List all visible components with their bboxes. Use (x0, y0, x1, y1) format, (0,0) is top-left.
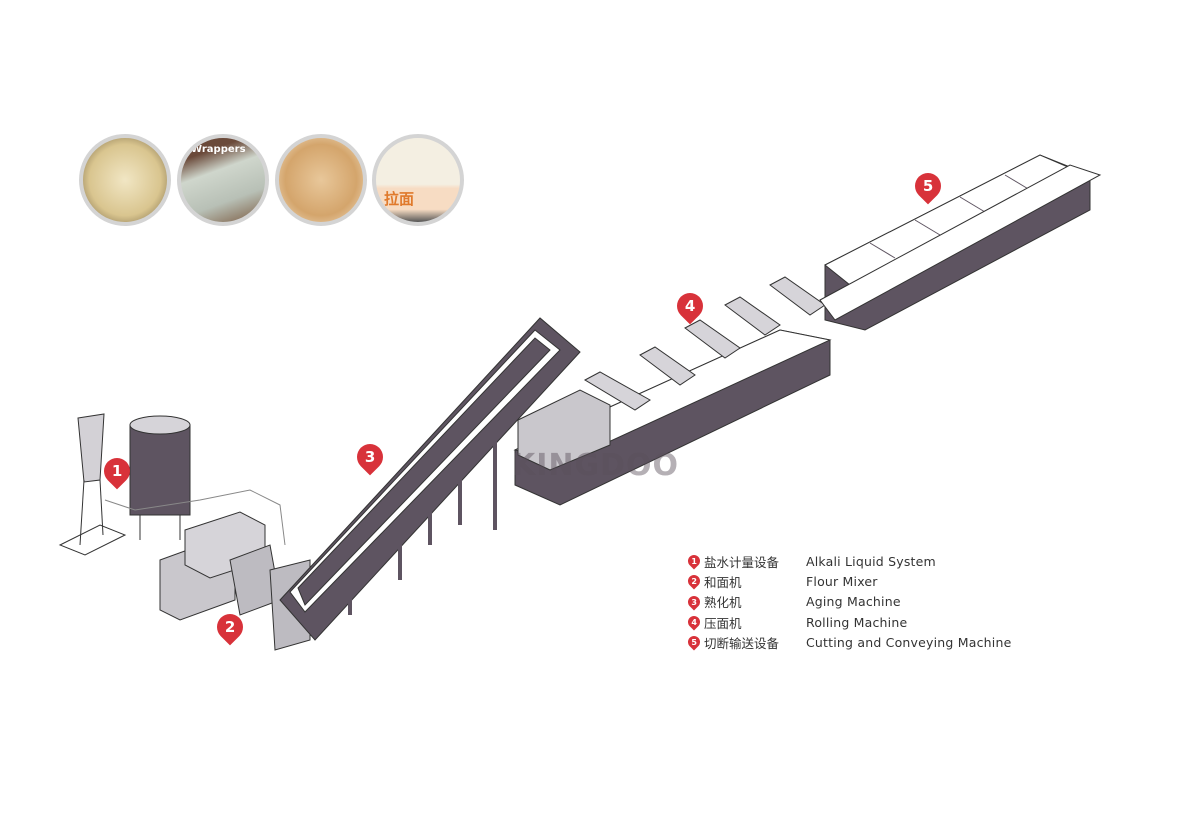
legend-en: Cutting and Conveying Machine (806, 634, 1012, 650)
product-photo-ramen: 拉面 (372, 134, 464, 226)
legend-zh: 熟化机 (704, 595, 742, 611)
wrappers-label: Wrappers (191, 144, 246, 155)
product-photo-fresh-noodles (275, 134, 367, 226)
legend-zh: 压面机 (704, 615, 742, 631)
funnel-silo (77, 413, 105, 483)
ramen-label: 拉面 (384, 190, 415, 208)
marker-number: 3 (364, 448, 376, 466)
legend-en: Alkali Liquid System (806, 553, 936, 569)
mixer-hopper (517, 389, 611, 471)
legend-en: Flour Mixer (806, 573, 878, 589)
pin-icon: 2 (685, 572, 703, 590)
product-photo-wrappers: Wrappers (177, 134, 269, 226)
legend-zh: 盐水计量设备 (704, 554, 780, 570)
marker-number: 2 (224, 618, 236, 636)
marker-number: 5 (922, 177, 934, 195)
pin-icon: 4 (685, 613, 703, 631)
legend-en: Rolling Machine (806, 614, 908, 630)
legend-zh: 切断输送设备 (704, 635, 780, 651)
marker-number: 1 (111, 462, 123, 480)
marker-number: 4 (684, 297, 696, 315)
pin-icon: 1 (685, 552, 703, 570)
legend-en: Aging Machine (806, 594, 901, 610)
legend-zh: 和面机 (704, 574, 742, 590)
watermark: KINGDOO (512, 448, 680, 483)
pin-icon: 3 (685, 593, 703, 611)
liquid-tank (129, 424, 191, 516)
pin-icon: 5 (685, 633, 703, 651)
base-plate (58, 524, 127, 556)
product-photo-noodle-sheets (79, 134, 171, 226)
rollers (583, 276, 826, 411)
